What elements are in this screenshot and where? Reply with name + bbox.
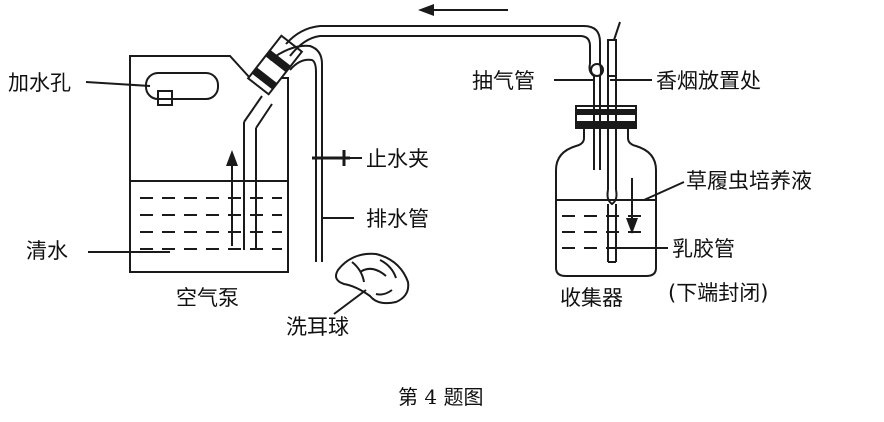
figure-caption: 第 4 题图 xyxy=(398,385,483,409)
label-drain-pipe: 排水管 xyxy=(366,207,429,231)
fill-hole xyxy=(145,72,219,106)
label-suction-pipe: 抽气管 xyxy=(472,69,535,93)
pump-inner-tube xyxy=(243,95,273,250)
label-clear-water: 清水 xyxy=(26,239,68,263)
label-cigarette-place: 香烟放置处 xyxy=(656,69,761,93)
cigarette-holder xyxy=(606,21,621,206)
label-air-pump: 空气泵 xyxy=(176,286,239,310)
collector-bottle xyxy=(555,126,657,277)
label-fill-hole: 加水孔 xyxy=(8,71,71,95)
flow-arrow-icon xyxy=(418,4,508,16)
latex-tube xyxy=(607,204,617,263)
up-arrow-icon xyxy=(226,150,238,246)
ear-bulb-icon xyxy=(335,252,410,305)
water-clamp-icon xyxy=(312,150,350,166)
down-arrow-icon xyxy=(626,178,638,234)
label-culture-liquid: 草履虫培养液 xyxy=(686,169,812,193)
label-latex-tube-note: (下端封闭) xyxy=(668,281,768,305)
collector-stopper xyxy=(575,105,637,129)
label-latex-tube: 乳胶管 xyxy=(672,237,735,261)
label-ear-bulb: 洗耳球 xyxy=(286,315,349,339)
label-water-clamp: 止水夹 xyxy=(366,147,429,171)
label-collector: 收集器 xyxy=(560,286,623,310)
connecting-tube xyxy=(285,25,601,64)
drain-pipe xyxy=(269,44,323,262)
suction-pipe xyxy=(588,63,604,170)
leader-lines xyxy=(85,79,685,315)
